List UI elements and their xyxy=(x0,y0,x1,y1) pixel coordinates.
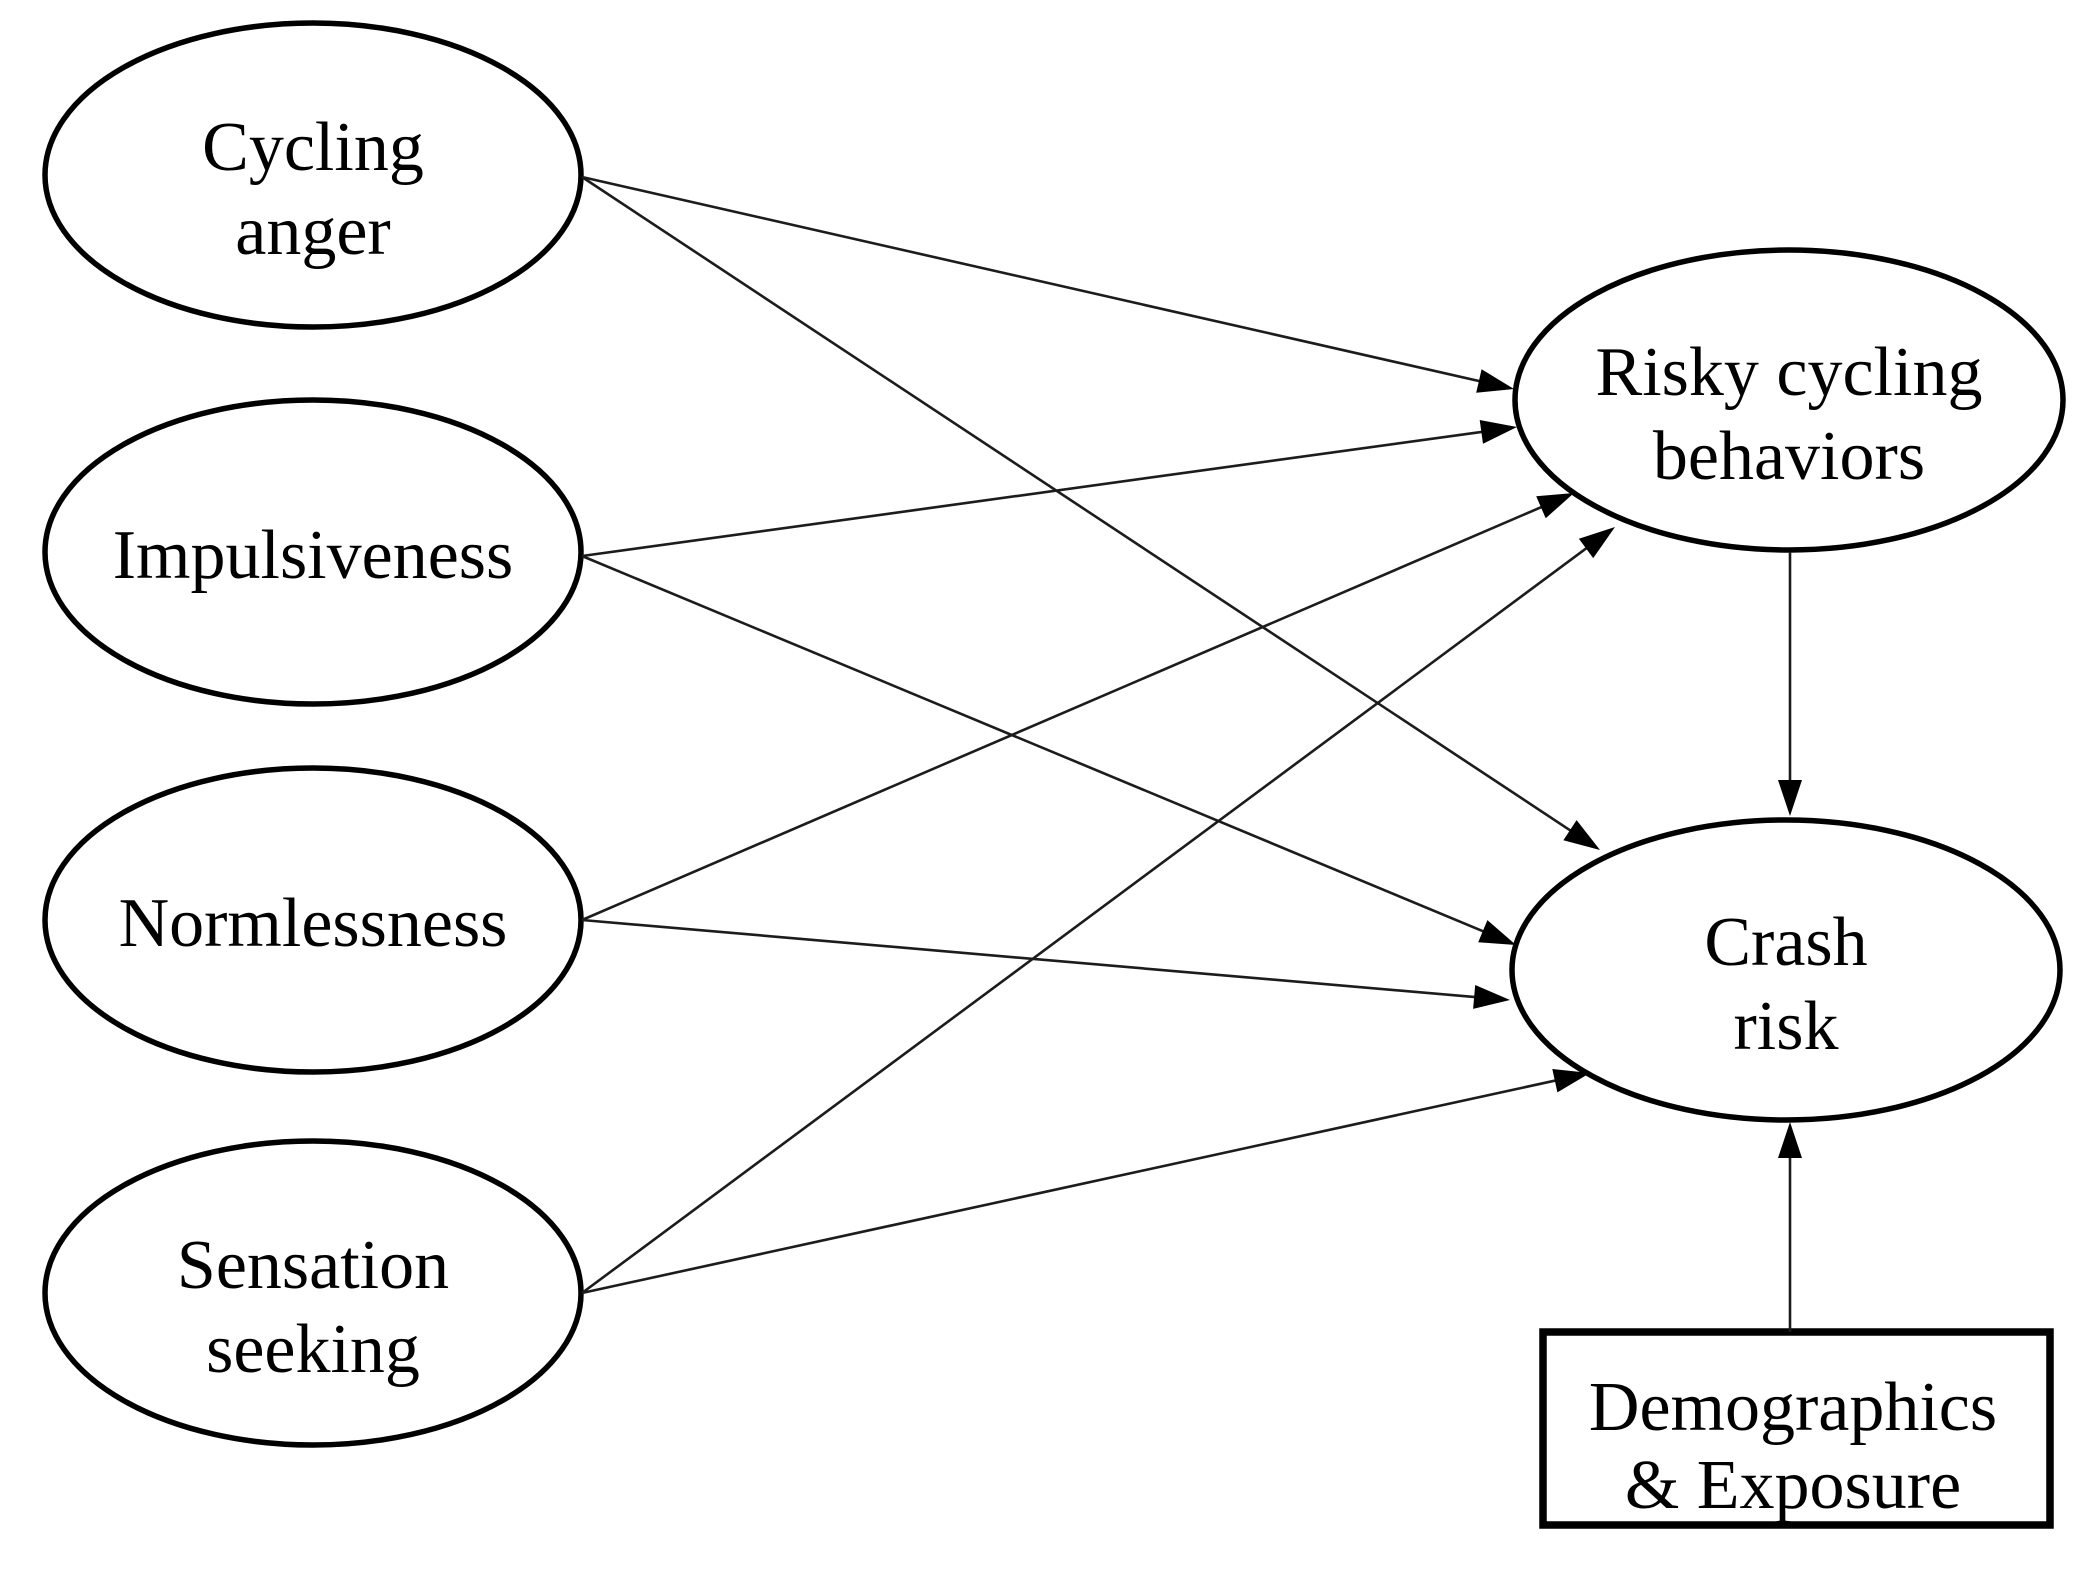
arrow-normlessness-to-risky-cycling-behaviors xyxy=(581,504,1546,922)
arrow-impulsiveness-to-crash-risk xyxy=(581,554,1487,934)
demographics-exposure-label-line1: Demographics xyxy=(1589,1369,1997,1446)
sensation-seeking-label-line2: seeking xyxy=(206,1311,420,1388)
arrow-cycling-anger-to-crash-risk xyxy=(581,175,1575,834)
arrow-cycling-anger-to-risky-cycling-behaviors xyxy=(581,175,1484,384)
cycling-anger-ellipse xyxy=(42,20,584,330)
node-demographics-exposure: Demographics & Exposure xyxy=(1539,1328,2054,1529)
arrowhead xyxy=(1478,920,1516,945)
arrow-impulsiveness-to-risky-cycling-behaviors xyxy=(581,430,1486,558)
arrow-sensation-seeking-to-crash-risk xyxy=(581,1078,1559,1295)
arrowhead xyxy=(1578,527,1615,559)
risky-cycling-behaviors-label-line1: Risky cycling xyxy=(1596,334,1983,411)
impulsiveness-label: Impulsiveness xyxy=(113,517,514,594)
cycling-anger-label-line1: Cycling xyxy=(202,109,424,186)
arrowhead xyxy=(1778,780,1802,816)
node-cycling-anger: Cycling anger xyxy=(42,20,584,330)
arrowhead xyxy=(1476,369,1514,393)
crash-risk-label-line1: Crash xyxy=(1704,904,1867,981)
node-normlessness: Normlessness xyxy=(42,765,584,1075)
crash-risk-ellipse xyxy=(1509,817,2063,1123)
sensation-seeking-ellipse xyxy=(42,1138,584,1448)
edges xyxy=(581,175,1802,1332)
normlessness-ellipse xyxy=(42,765,584,1075)
impulsiveness-ellipse xyxy=(42,397,584,707)
arrowhead xyxy=(1479,420,1517,444)
node-crash-risk: Crash risk xyxy=(1509,817,2063,1123)
node-risky-cycling-behaviors: Risky cycling behaviors xyxy=(1512,247,2066,553)
arrow-sensation-seeking-to-risky-cycling-behaviors xyxy=(581,545,1591,1295)
arrowhead xyxy=(1536,493,1574,519)
demographics-exposure-box xyxy=(1539,1328,2054,1529)
demographics-exposure-label-line2: & Exposure xyxy=(1625,1447,1961,1524)
arrowhead xyxy=(1473,985,1510,1009)
arrow-normlessness-to-crash-risk xyxy=(581,918,1479,999)
node-impulsiveness: Impulsiveness xyxy=(42,397,584,707)
cycling-anger-label-line2: anger xyxy=(235,193,390,270)
node-sensation-seeking: Sensation seeking xyxy=(42,1138,584,1448)
risky-cycling-behaviors-label-line2: behaviors xyxy=(1653,418,1925,495)
risky-cycling-behaviors-ellipse xyxy=(1512,247,2066,553)
arrowhead xyxy=(1778,1122,1802,1158)
sensation-seeking-label-line1: Sensation xyxy=(177,1227,449,1304)
normlessness-label: Normlessness xyxy=(119,885,508,962)
arrowhead xyxy=(1563,820,1600,850)
crash-risk-label-line2: risk xyxy=(1734,988,1839,1065)
arrowhead xyxy=(1552,1069,1590,1093)
